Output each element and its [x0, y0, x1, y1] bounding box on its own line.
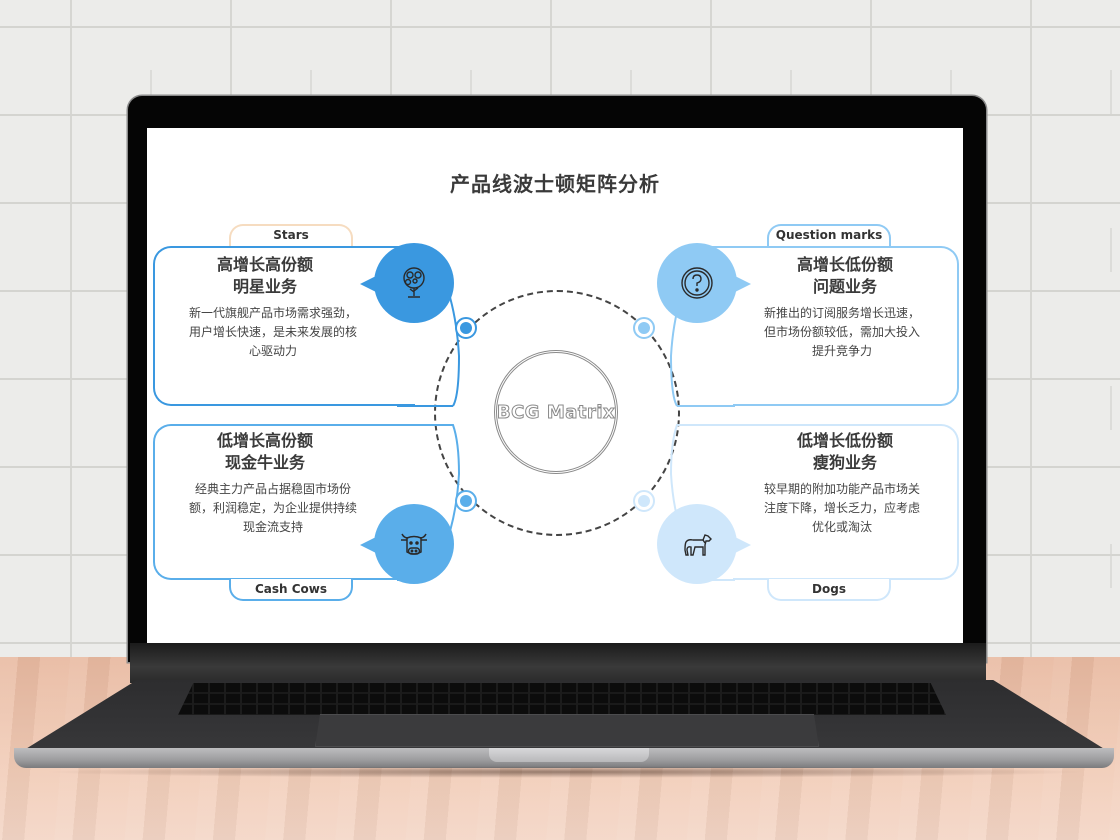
- dog-icon: [684, 534, 712, 556]
- dogs-icon-bubble: [657, 504, 751, 584]
- stars-connector-node: [455, 317, 477, 339]
- laptop-open-notch: [489, 748, 649, 762]
- cow-icon: [401, 533, 427, 555]
- center-label: BCG Matrix: [496, 402, 616, 424]
- tab-dogs-label: Dogs: [812, 582, 846, 596]
- laptop-trackpad[interactable]: [315, 714, 819, 747]
- card-question-marks: 高增长低份额 问题业务 新推出的订阅服务增长迅速，但市场份额较低，需加大投入提升…: [733, 246, 959, 406]
- dogs-description: 较早期的附加功能产品市场关注度下降，增长乏力，应考虑优化或淘汰: [763, 482, 920, 534]
- stars-heading-2: 明星业务: [232, 277, 297, 296]
- laptop-screen-slide: 产品线波士顿矩阵分析 BCG Matrix Stars 高增长高份额 明星业务 …: [147, 128, 963, 643]
- cash-cows-icon-bubble: [360, 504, 454, 584]
- card-dogs: 低增长低份额 瘦狗业务 较早期的附加功能产品市场关注度下降，增长乏力，应考虑优化…: [733, 424, 959, 580]
- center-circle: [494, 350, 618, 474]
- tab-stars-label: Stars: [273, 228, 309, 242]
- laptop-keyboard: [178, 683, 946, 715]
- tab-stars[interactable]: Stars: [229, 224, 353, 246]
- cash-cows-heading-2: 现金牛业务: [224, 453, 305, 472]
- question-mark-icon: [681, 267, 713, 299]
- tab-dogs[interactable]: Dogs: [767, 579, 891, 601]
- tab-cash-cows-label: Cash Cows: [254, 582, 328, 596]
- dogs-connector-node: [633, 490, 655, 512]
- question-marks-connector-node: [633, 317, 655, 339]
- laptop-shadow: [40, 766, 1090, 778]
- stars-heading-1: 高增长高份额: [216, 255, 313, 274]
- cash-cows-connector-node: [455, 490, 477, 512]
- question-marks-description: 新推出的订阅服务增长迅速，但市场份额较低，需加大投入提升竞争力: [763, 306, 920, 358]
- laptop-hinge: [130, 643, 986, 683]
- cash-cows-description: 经典主力产品占据稳固市场份额，利润稳定，为企业提供持续现金流支持: [188, 482, 357, 534]
- card-cash-cows: 低增长高份额 现金牛业务 经典主力产品占据稳固市场份额，利润稳定，为企业提供持续…: [153, 424, 415, 580]
- card-stars: 高增长高份额 明星业务 新一代旗舰产品市场需求强劲，用户增长快速，是未来发展的核…: [153, 246, 415, 406]
- tab-question-marks[interactable]: Question marks: [767, 224, 891, 246]
- dashed-orbit-ring: [434, 290, 680, 536]
- dogs-heading-1: 低增长低份额: [796, 431, 893, 450]
- stars-icon-bubble: [360, 243, 454, 323]
- dogs-heading-2: 瘦狗业务: [812, 453, 877, 472]
- cash-cows-heading-1: 低增长高份额: [216, 431, 313, 450]
- slide-title: 产品线波士顿矩阵分析: [450, 172, 660, 196]
- stars-description: 新一代旗舰产品市场需求强劲，用户增长快速，是未来发展的核心驱动力: [188, 306, 357, 358]
- question-marks-icon-bubble: [657, 243, 751, 323]
- tab-question-marks-label: Question marks: [775, 228, 883, 242]
- question-marks-heading-1: 高增长低份额: [796, 255, 893, 274]
- tab-cash-cows[interactable]: Cash Cows: [229, 579, 353, 601]
- question-marks-heading-2: 问题业务: [812, 277, 877, 296]
- money-tree-icon: [403, 267, 425, 298]
